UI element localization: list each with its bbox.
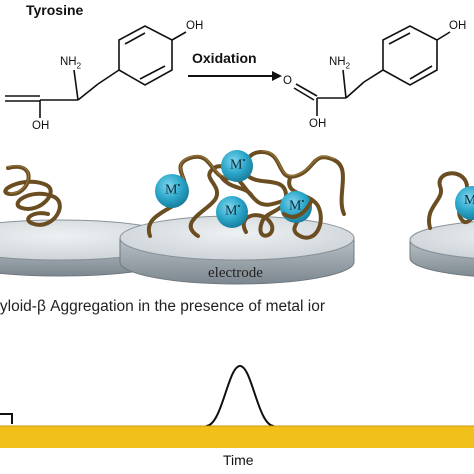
- oxidation-peak: [205, 364, 275, 427]
- atom-oh-top-left: OH: [186, 20, 204, 32]
- metal-ion-label: M•: [225, 202, 241, 219]
- atom-nh2-right: NH2: [329, 56, 351, 71]
- peptide-strand-left: [3, 164, 62, 227]
- tyrosine-bond-ch2: [97, 69, 120, 85]
- peptide-strand-center-b: [188, 164, 323, 240]
- oxidized-product-structure: [293, 25, 451, 116]
- peptide-strand-center-c: [241, 174, 289, 238]
- reaction-label: Oxidation: [192, 50, 257, 66]
- atom-oh-top-right: OH: [449, 20, 467, 32]
- product-bond-ca: [345, 81, 365, 99]
- tyrosine-bond-nh2: [73, 69, 79, 101]
- atom-nh2-left: NH2: [60, 56, 82, 71]
- metal-ion-label: M•: [165, 181, 181, 198]
- atom-o-right: O: [283, 75, 292, 87]
- product-bond-oh: [436, 31, 451, 41]
- product-ring: [382, 25, 438, 86]
- electrode-right: [409, 221, 474, 277]
- tyrosine-bond-ca: [77, 83, 99, 101]
- atom-oh-bottom-right: OH: [309, 118, 327, 130]
- metal-ions: [155, 150, 474, 228]
- tyrosine-ring-double-bond: [124, 32, 146, 45]
- time-axis-bar: [0, 426, 474, 448]
- baseline-step-left: [0, 413, 13, 424]
- metal-ion: [455, 186, 474, 220]
- metal-ion-label: M•: [230, 156, 246, 173]
- metal-ion-label: M•: [289, 197, 305, 214]
- tyrosine-structure: [5, 25, 187, 118]
- tyrosine-ring-double-bond: [139, 65, 166, 80]
- signal-trace: [0, 364, 474, 448]
- product-bond-ch2: [363, 69, 384, 83]
- peptide-highlight: [261, 150, 335, 177]
- product-carbonyl-double-bond: [295, 83, 318, 97]
- atom-oh-bottom-left: OH: [32, 120, 50, 132]
- product-ring-double-bond: [388, 32, 411, 45]
- molecule-name: Tyrosine: [26, 2, 84, 18]
- product-carbonyl-double-bond: [293, 87, 315, 101]
- peptide-overlap: [282, 198, 314, 219]
- tyrosine-bond-oh: [171, 31, 187, 41]
- peptide-strand-right: [426, 171, 474, 230]
- metal-ion-label: M: [464, 193, 474, 208]
- product-bond-nh2: [342, 69, 347, 99]
- product-ring-double-bond: [409, 65, 433, 80]
- metal-ion: [221, 150, 253, 182]
- peptide-overlap: [220, 176, 254, 198]
- electrode-label: electrode: [208, 265, 263, 281]
- figure-caption: myloid-β Aggregation in the presence of …: [0, 298, 326, 315]
- metal-ion: [155, 174, 189, 208]
- oxidation-arrow: [188, 71, 282, 81]
- peptide-highlight: [7, 165, 30, 194]
- time-axis-label: Time: [223, 452, 254, 468]
- metal-ion: [216, 196, 248, 228]
